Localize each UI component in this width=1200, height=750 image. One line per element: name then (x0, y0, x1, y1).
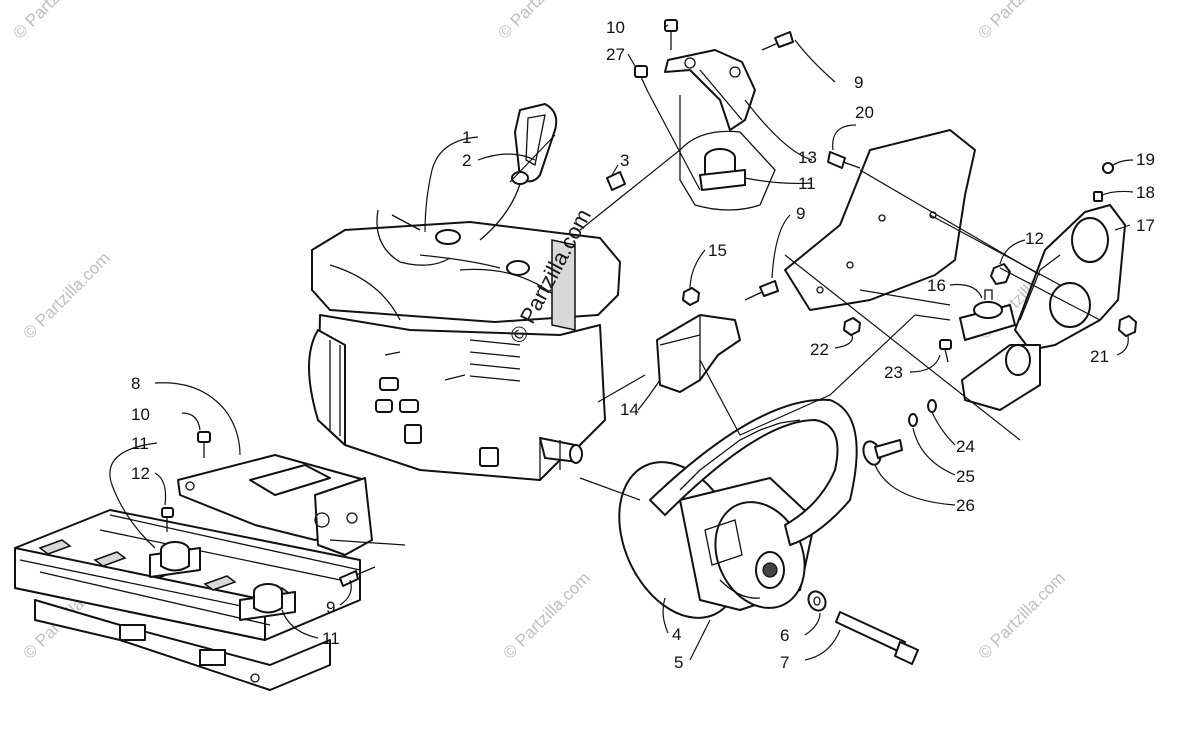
callout-19: 19 (1136, 150, 1155, 169)
bolt-27 (634, 65, 649, 93)
washer-25 (908, 413, 918, 427)
fitting-18 (1093, 191, 1103, 202)
callout-24: 24 (956, 437, 975, 456)
leader-lines (109, 24, 1134, 661)
callout-9-mid: 9 (796, 204, 805, 223)
clutch-bolt-7 (835, 611, 919, 665)
washer-6 (807, 590, 827, 612)
callout-5: 5 (674, 653, 683, 672)
callout-10-lower: 10 (131, 405, 150, 424)
callout-23: 23 (884, 363, 903, 382)
callout-12-left: 12 (131, 464, 150, 483)
watermark-tile: © Partzilla.com (974, 0, 1068, 43)
callout-1: 1 (462, 128, 471, 147)
callout-17: 17 (1136, 216, 1155, 235)
watermark-tile: © Partzilla.com (9, 0, 103, 43)
engine-mount-left (149, 541, 201, 578)
engine-mount-right (239, 583, 296, 621)
bracket-23 (961, 344, 1041, 411)
upper-engine-bracket (664, 49, 756, 131)
bolt-9-upper (761, 31, 794, 51)
callout-27: 27 (606, 45, 625, 64)
bolt-9-mid (744, 280, 779, 301)
bolt-9-lower (339, 566, 376, 587)
watermark-tile: © Partzilla.com (19, 248, 113, 342)
drive-clutch (618, 461, 816, 619)
jackshaft-support (1014, 204, 1126, 351)
callout-22: 22 (810, 340, 829, 359)
callout-11-left: 11 (131, 434, 149, 453)
watermark-tile: © Partzilla.com (974, 568, 1068, 662)
callout-numbers: 1 2 3 4 5 6 7 8 9 9 9 10 10 11 11 11 12 … (131, 18, 1155, 672)
watermark-tile: © Partzilla.com (494, 0, 588, 43)
callout-13: 13 (798, 148, 817, 167)
engine-mounting-plate (177, 454, 406, 556)
callout-11-lower: 11 (322, 629, 340, 648)
washer-24 (927, 399, 937, 413)
bolt-10-upper (664, 19, 678, 50)
upper-engine-mount (679, 130, 776, 211)
callout-9-top: 9 (854, 73, 863, 92)
callout-14: 14 (620, 400, 639, 419)
callout-16: 16 (927, 276, 946, 295)
bolt-23 (939, 339, 952, 363)
callout-8: 8 (131, 374, 140, 393)
callout-18: 18 (1136, 183, 1155, 202)
callout-4: 4 (672, 625, 681, 644)
callout-25: 25 (956, 467, 975, 486)
callout-11-top: 11 (798, 174, 816, 193)
callout-6: 6 (780, 626, 789, 645)
bolt-20 (827, 151, 861, 169)
callout-9-lower: 9 (326, 598, 335, 617)
callout-3: 3 (620, 151, 629, 170)
bolt-12-right (990, 263, 1011, 285)
chaincase-plate (784, 129, 976, 311)
nut-21 (1118, 315, 1137, 337)
callout-12-right: 12 (1025, 229, 1044, 248)
nut-22 (843, 317, 861, 336)
torque-bracket (656, 314, 741, 393)
callout-26: 26 (956, 496, 975, 515)
cap-19 (1102, 162, 1114, 174)
callout-21: 21 (1090, 347, 1109, 366)
callout-15: 15 (708, 241, 727, 260)
watermark-tile: © Partzilla.com (499, 568, 593, 662)
bolt-12-lower (161, 507, 174, 532)
callout-2: 2 (462, 151, 471, 170)
nut-15 (682, 287, 700, 306)
callout-10-top: 10 (606, 18, 625, 37)
mount-16 (959, 289, 1016, 341)
callout-7: 7 (780, 653, 789, 672)
knob-26 (862, 439, 903, 466)
bolt-10-lower (197, 431, 211, 458)
callout-20: 20 (855, 103, 874, 122)
